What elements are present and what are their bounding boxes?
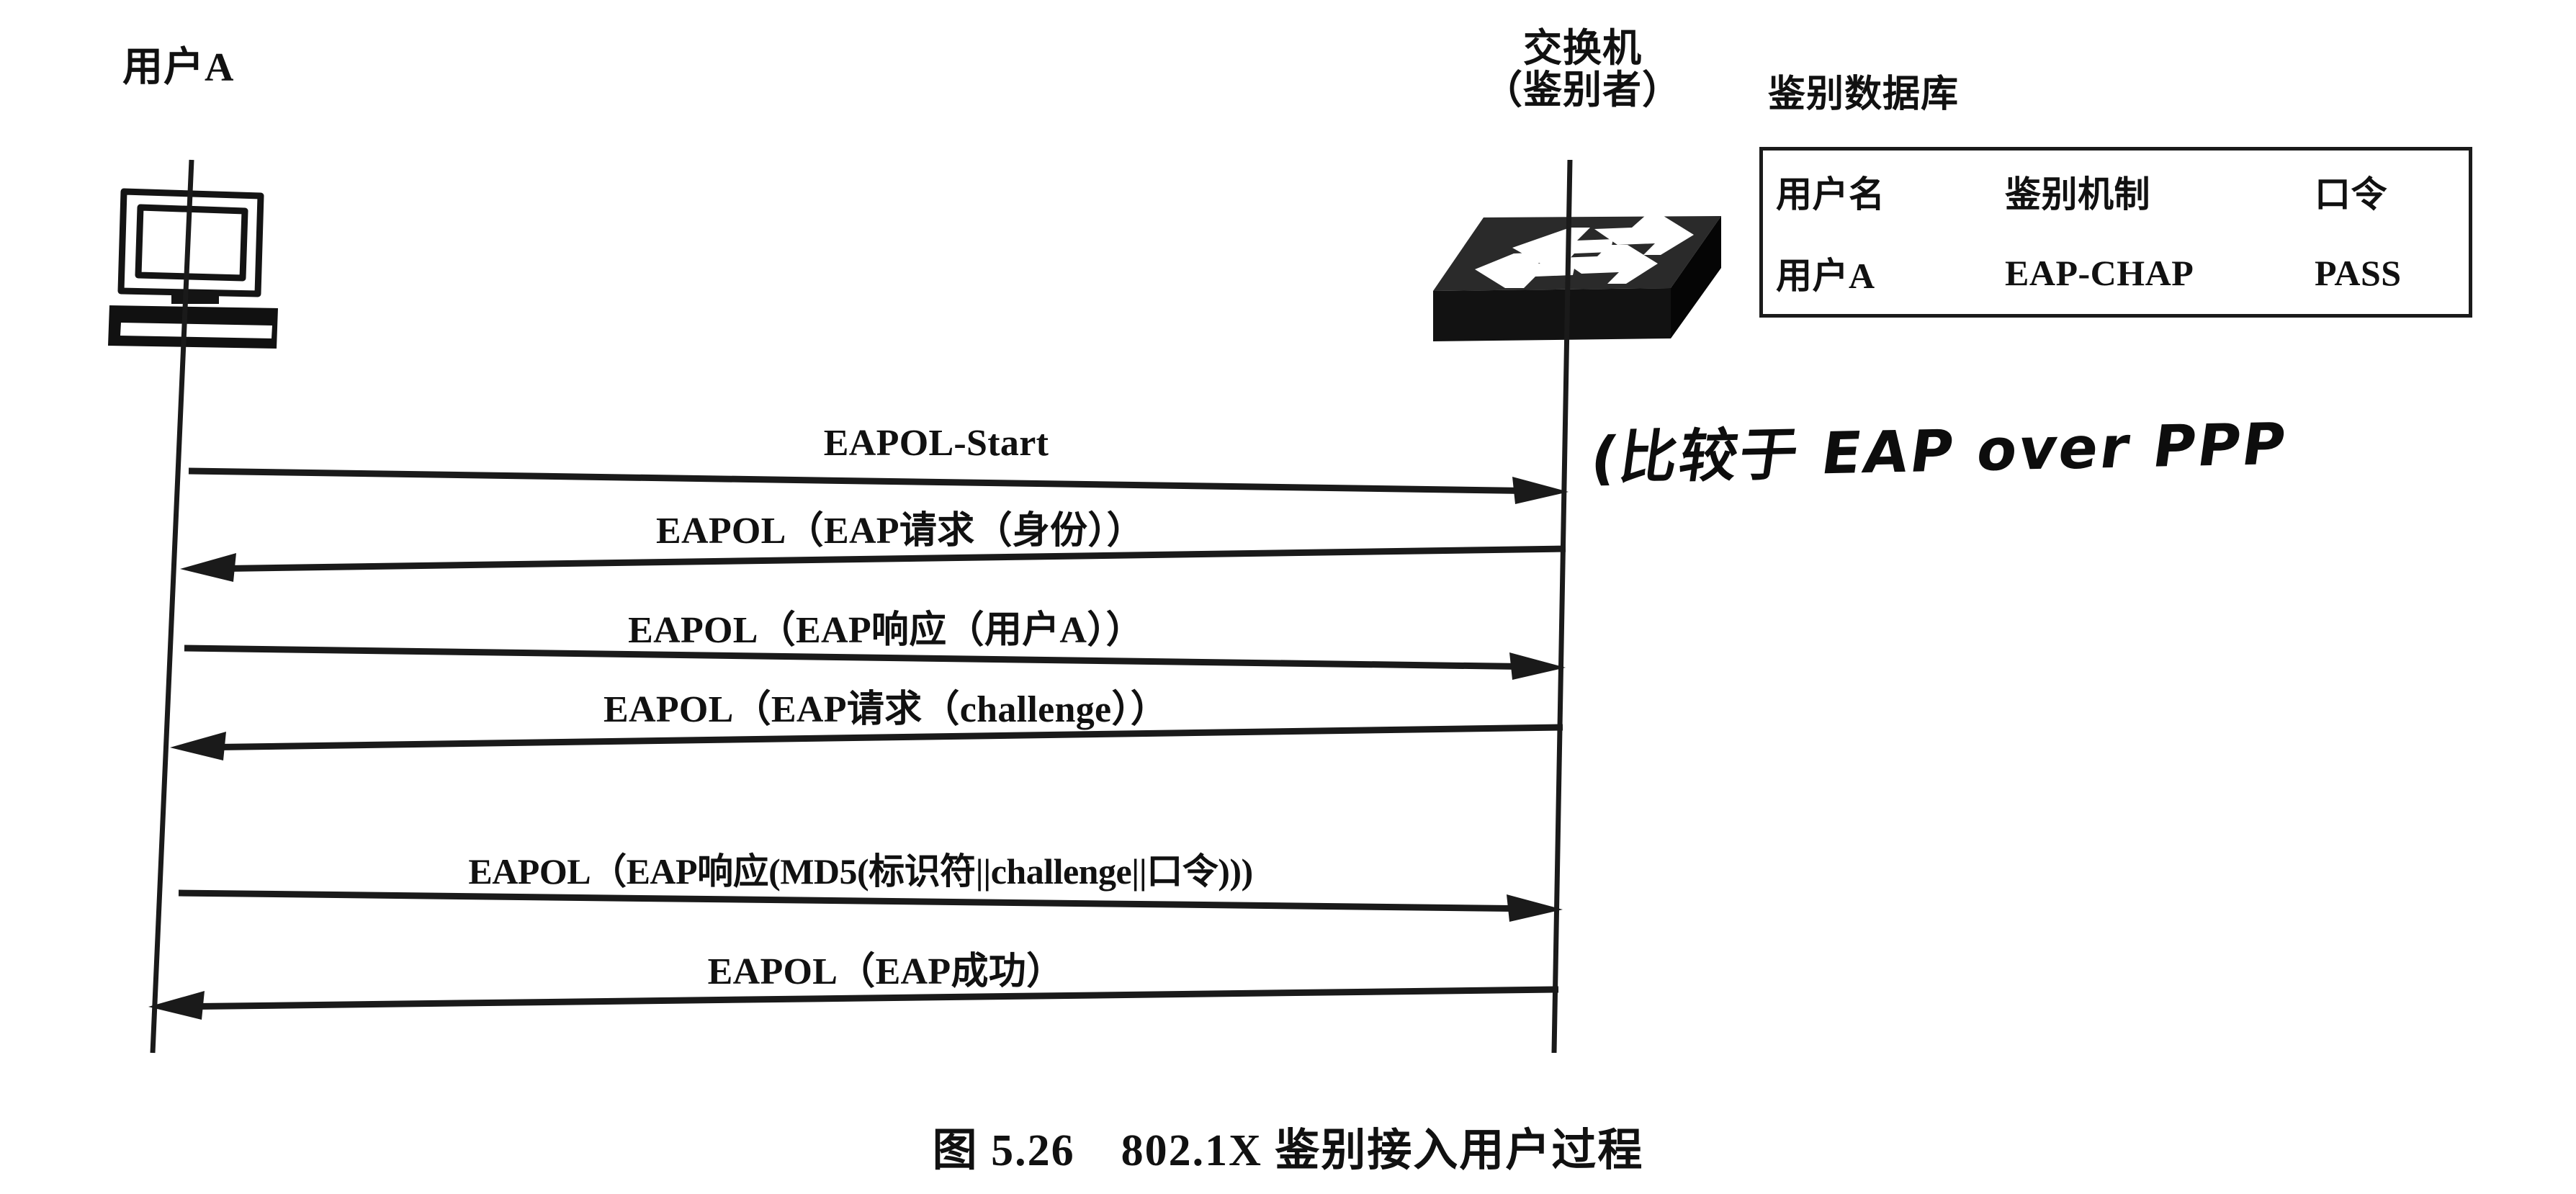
switch-label-line2: （鉴别者） xyxy=(1484,68,1682,112)
message-label-5: EAPOL（EAP响应(MD5(标识符||challenge||口令))) xyxy=(468,851,1253,892)
cell-mechanism: EAP-CHAP xyxy=(2005,253,2194,294)
column-header-password: 口令 xyxy=(2315,174,2387,215)
network-switch-icon xyxy=(1433,210,1721,354)
message-label-6: EAPOL（EAP成功） xyxy=(707,951,1064,992)
database-table: 用户名 鉴别机制 口令 用户A EAP-CHAP PASS xyxy=(1763,151,2495,314)
table-header-row: 用户名 鉴别机制 口令 xyxy=(1763,151,2495,233)
figure-caption: 图 5.26 802.1X 鉴别接入用户过程 xyxy=(932,1126,1644,1175)
handwritten-annotation: (比较于 EAP over PPP xyxy=(1587,410,2292,493)
table-row: 用户A EAP-CHAP PASS xyxy=(1763,233,2495,315)
cell-username: 用户A xyxy=(1776,256,1875,297)
database-table-box: 用户名 鉴别机制 口令 用户A EAP-CHAP PASS xyxy=(1759,147,2472,318)
column-header-username: 用户名 xyxy=(1776,174,1885,215)
message-label-4: EAPOL（EAP请求（challenge）） xyxy=(603,689,1169,730)
message-label-3: EAPOL（EAP响应（用户A）） xyxy=(628,610,1144,651)
message-arrow-5 xyxy=(178,889,1563,922)
actor-label-switch: 交换机 （鉴别者） xyxy=(1484,27,1682,112)
desktop-computer-icon xyxy=(108,186,288,359)
column-header-mechanism: 鉴别机制 xyxy=(2005,174,2150,215)
cell-password: PASS xyxy=(2315,253,2402,294)
switch-label-line1: 交换机 xyxy=(1523,27,1642,70)
message-label-2: EAPOL（EAP请求（身份）） xyxy=(656,511,1144,552)
actor-label-user: 用户A xyxy=(122,45,235,90)
message-label-1: EAPOL-Start xyxy=(823,423,1049,464)
database-title: 鉴别数据库 xyxy=(1768,74,1960,115)
